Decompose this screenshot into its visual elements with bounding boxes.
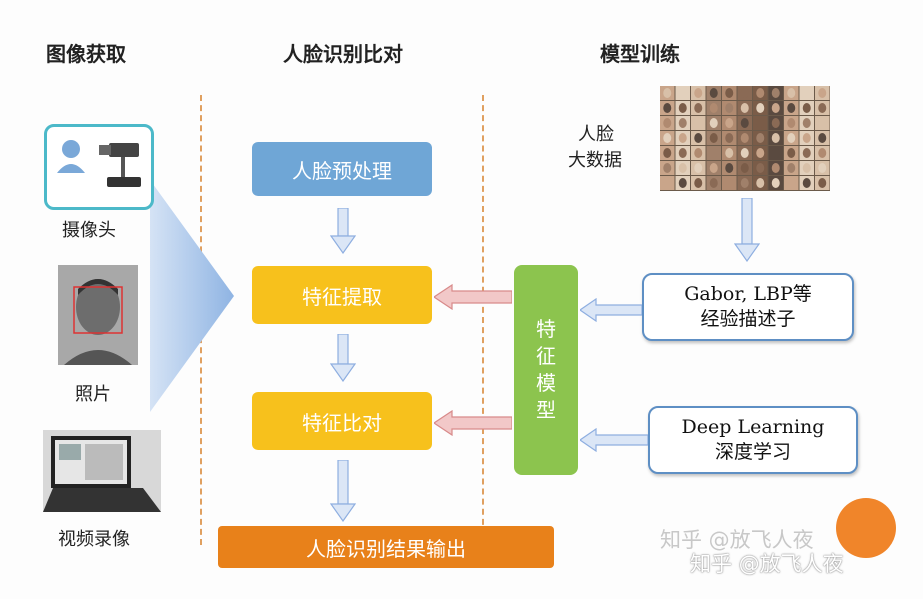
arrow-down-3 <box>330 460 356 522</box>
face-dataset-mosaic <box>660 86 830 191</box>
heading-model-training: 模型训练 <box>600 42 680 66</box>
feature-model-box: 特 征 模 型 <box>514 265 578 475</box>
orange-circle-badge <box>836 498 896 558</box>
result-output-box: 人脸识别结果输出 <box>218 526 554 568</box>
face-preprocess-box: 人脸预处理 <box>252 142 432 196</box>
gabor-line-2: 经验描述子 <box>700 308 796 330</box>
big-data-label-2: 大数据 <box>568 150 622 171</box>
deep-learning-box: Deep Learning 深度学习 <box>648 406 858 474</box>
video-label: 视频录像 <box>58 529 130 550</box>
camera-panel <box>44 124 154 210</box>
arrow-down-mosaic <box>734 198 760 262</box>
feature-model-char-1: 特 <box>536 317 556 341</box>
arrow-gabor-to-model <box>580 298 642 322</box>
gabor-lbp-box: Gabor, LBP等 经验描述子 <box>642 273 854 341</box>
arrow-down-2 <box>330 334 356 382</box>
photo-label: 照片 <box>75 384 111 405</box>
feature-extract-box: 特征提取 <box>252 266 432 324</box>
photo-image <box>58 265 138 365</box>
heading-face-comparison: 人脸识别比对 <box>283 42 403 66</box>
watermark: 知乎 @放飞人夜 <box>690 552 844 576</box>
arrow-deep-to-model <box>580 428 648 452</box>
deep-line-2: 深度学习 <box>714 441 791 463</box>
arrow-down-1 <box>330 208 356 254</box>
feature-compare-box: 特征比对 <box>252 392 432 450</box>
watermark-faint: 知乎 @放飞人夜 <box>660 528 814 552</box>
arrow-model-to-extract <box>434 284 512 310</box>
heading-image-acquisition: 图像获取 <box>46 42 126 66</box>
gabor-line-1: Gabor, LBP等 <box>684 283 812 306</box>
divider-right <box>482 95 484 545</box>
input-funnel-arrow <box>150 180 234 412</box>
user-camera-icon <box>57 140 141 187</box>
deep-line-1: Deep Learning <box>681 416 825 439</box>
feature-model-char-2: 征 <box>536 344 556 368</box>
camera-label: 摄像头 <box>62 220 116 241</box>
arrow-model-to-compare <box>434 410 512 436</box>
big-data-label-1: 人脸 <box>578 124 614 145</box>
feature-model-char-4: 型 <box>536 398 556 422</box>
feature-model-char-3: 模 <box>536 371 556 395</box>
video-image <box>43 430 161 512</box>
